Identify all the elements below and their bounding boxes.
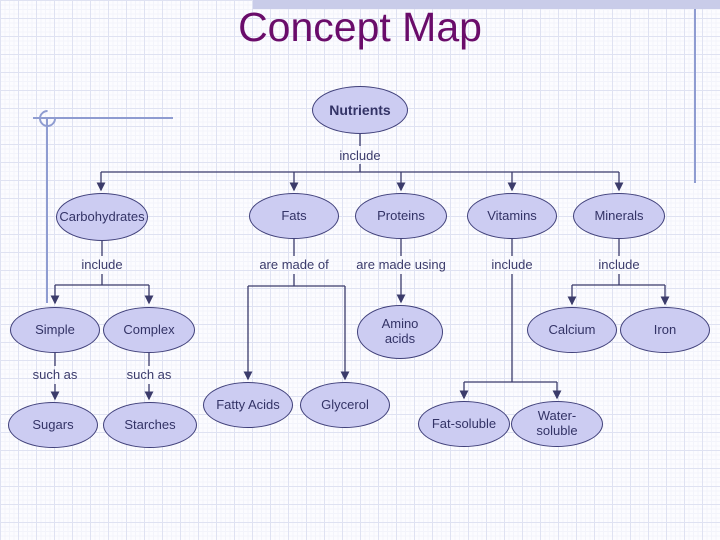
node-label: Fats <box>281 207 307 223</box>
node-label: Carbohydrates <box>59 208 145 224</box>
edge-label-vitamins-include: include <box>491 257 533 272</box>
node-label: Calcium <box>548 321 596 337</box>
node-label: Amino acids <box>381 316 419 346</box>
node-label: Glycerol <box>321 396 369 412</box>
top-accent-bar <box>253 0 720 9</box>
node-label: Sugars <box>32 416 74 432</box>
decor-vertical-line-right <box>694 9 696 183</box>
node-amino-acids: Amino acids <box>357 305 443 359</box>
node-fat-soluble: Fat-soluble <box>418 401 510 447</box>
node-complex: Complex <box>103 307 195 353</box>
edge-label-carbohydrates-include: include <box>81 257 123 272</box>
node-label: Starches <box>124 416 176 432</box>
node-label: Simple <box>35 321 75 337</box>
decor-horizontal-line-left <box>33 117 173 119</box>
node-nutrients: Nutrients <box>312 86 408 134</box>
decor-circle <box>35 106 60 131</box>
node-glycerol: Glycerol <box>300 382 390 428</box>
edge-label-fats-are-made-of: are made of <box>259 257 329 272</box>
node-label: Water-soluble <box>536 408 578 438</box>
node-label: Iron <box>653 321 677 337</box>
node-fats: Fats <box>249 193 339 239</box>
node-iron: Iron <box>620 307 710 353</box>
edge-label-minerals-include: include <box>598 257 640 272</box>
node-label: Fatty Acids <box>216 396 280 412</box>
node-sugars: Sugars <box>8 402 98 448</box>
decor-vertical-line-left <box>46 118 48 303</box>
node-proteins: Proteins <box>355 193 447 239</box>
node-label: Nutrients <box>329 101 391 118</box>
node-label: Proteins <box>377 207 425 223</box>
node-vitamins: Vitamins <box>467 193 557 239</box>
node-minerals: Minerals <box>573 193 665 239</box>
node-label: Minerals <box>594 207 644 223</box>
node-starches: Starches <box>103 402 197 448</box>
node-fatty-acids: Fatty Acids <box>203 382 293 428</box>
node-calcium: Calcium <box>527 307 617 353</box>
page-title: Concept Map <box>238 4 482 50</box>
node-water-soluble: Water-soluble <box>511 401 603 447</box>
node-label: Vitamins <box>487 207 537 223</box>
edge-label-nutrients-include: include <box>339 148 381 163</box>
node-label: Complex <box>123 321 175 337</box>
edge-label-complex-such-as: such as <box>126 367 172 382</box>
node-simple: Simple <box>10 307 100 353</box>
node-label: Fat-soluble <box>431 415 497 431</box>
edge-label-proteins-are-made-using: are made using <box>356 257 446 272</box>
node-carbohydrates: Carbohydrates <box>56 193 148 241</box>
edge-label-simple-such-as: such as <box>32 367 78 382</box>
